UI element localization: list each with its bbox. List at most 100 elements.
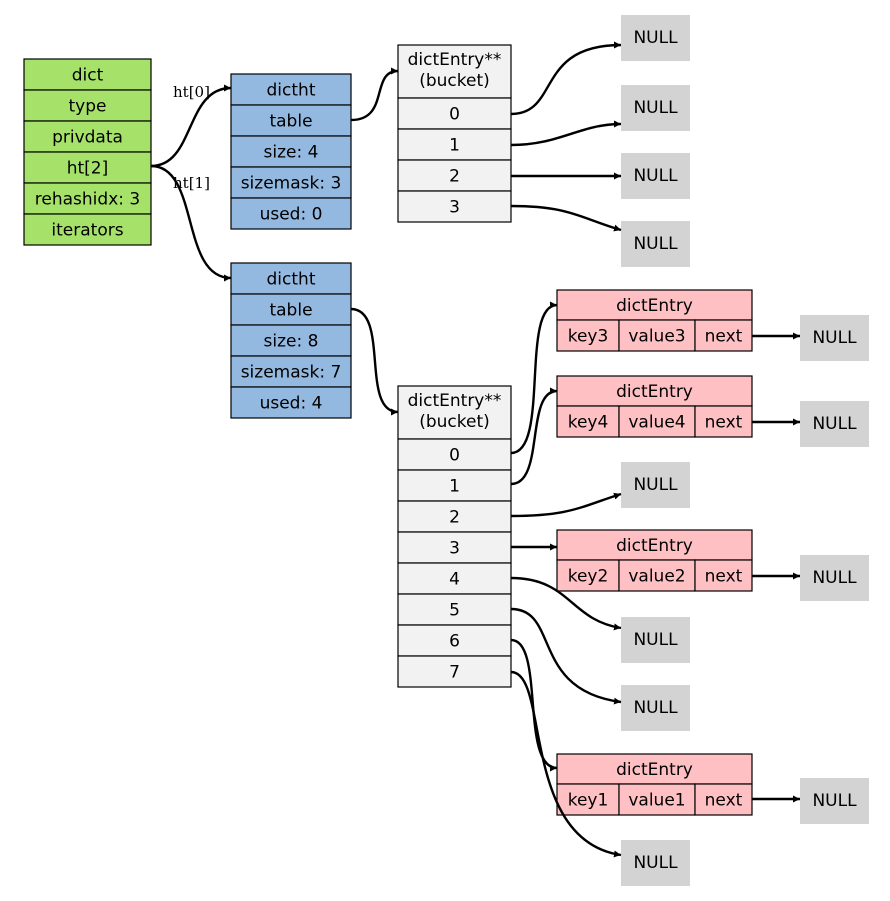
dict-entry-key4-key: key4: [556, 405, 620, 438]
dict-field-3-box: [23, 151, 152, 184]
dict-field-5-box: [23, 213, 152, 246]
null-node-4: NULL: [800, 315, 869, 361]
bucket1-slot-2-label: 2: [449, 508, 460, 528]
ht1-field-2: size: 8: [230, 324, 352, 357]
ht0-field-1: table: [230, 104, 352, 137]
null-node-2-box: [621, 153, 690, 199]
bucket0-slot-2: 2: [397, 159, 512, 192]
bucket0-title: dictEntry**: [408, 50, 502, 70]
bucket1-slot-4: 4: [397, 562, 512, 595]
dict-entry-key4-next-label: next: [705, 413, 743, 433]
null-node-2-label: NULL: [633, 166, 678, 186]
bucket1-slot-0: 0: [397, 438, 512, 471]
dict-entry-key1-next-box: [694, 783, 753, 816]
dict-field-0: dict: [23, 58, 152, 91]
bucket0-slot-1-box: [397, 128, 512, 161]
null-node-4-box: [800, 315, 869, 361]
dict-entry-key4-value-label: value4: [628, 413, 685, 433]
edge-b1-1-entry-key4: [510, 387, 558, 486]
null-node-10: NULL: [800, 778, 869, 824]
dict-entry-key3-value: value3: [618, 319, 696, 352]
ht1-field-4-box: [230, 386, 352, 419]
dict-field-4: rehashidx: 3: [23, 182, 152, 215]
dict-field-1-box: [23, 89, 152, 122]
edge-b1-2-null: [510, 492, 622, 518]
null-node-1: NULL: [621, 85, 690, 131]
dict-entry-key3-key: key3: [556, 319, 620, 352]
dict-entry-key4-next: next: [694, 405, 753, 438]
null-node-11: NULL: [621, 840, 690, 886]
null-node-1-label: NULL: [633, 98, 678, 118]
dict-entry-key3-value-label: value3: [628, 327, 685, 347]
dict-entry-key2-title-box: [556, 529, 753, 561]
ht0-field-0-label: dictht: [267, 81, 316, 101]
null-node-4-label: NULL: [812, 328, 857, 348]
dict-entry-key4-key-box: [556, 405, 620, 438]
bucket0-header: dictEntry**(bucket): [397, 44, 512, 99]
ht0-field-3-label: sizemask: 3: [241, 174, 342, 194]
null-node-5-box: [800, 401, 869, 447]
edge-b0-1-null: [510, 120, 622, 147]
dict-field-0-label: dict: [72, 66, 104, 86]
bucket1-slot-7: 7: [397, 655, 512, 688]
dict-entry-key1-title-label: dictEntry: [616, 760, 693, 780]
dict-entry-key2-next-box: [694, 559, 753, 592]
dict-entry-key4-next-box: [694, 405, 753, 438]
bucket1-slot-5-box: [397, 593, 512, 626]
dict-entry-key4-title-label: dictEntry: [616, 382, 693, 402]
bucket1-header-box: [397, 385, 512, 440]
dict-entries: dictEntry key3 value3 next dictEntry key4 valu…: [556, 289, 753, 816]
ht0-field-2: size: 4: [230, 135, 352, 168]
ht0-field-1-box: [230, 104, 352, 137]
null-node-9-label: NULL: [633, 698, 678, 718]
bucket0-slot-2-label: 2: [449, 167, 460, 187]
bucket1-slot-1-box: [397, 469, 512, 502]
dict-entry-key1-next-label: next: [705, 791, 743, 811]
dict-entry-key1-title: dictEntry: [556, 753, 753, 785]
ht1-field-1: table: [230, 293, 352, 326]
ht1-field-4-label: used: 4: [260, 394, 323, 414]
ht1-field-0-box: [230, 262, 352, 295]
edges: [150, 41, 800, 858]
dict-entry-key1-value-box: [618, 783, 696, 816]
dict-field-4-label: rehashidx: 3: [35, 190, 140, 210]
null-node-1-box: [621, 85, 690, 131]
ht1-field-4: used: 4: [230, 386, 352, 419]
null-node-0-box: [621, 15, 690, 61]
dict-entry-key2-value-box: [618, 559, 696, 592]
null-node-2: NULL: [621, 153, 690, 199]
ht1-field-2-label: size: 8: [264, 332, 319, 352]
dict-entry-key2-next-label: next: [705, 567, 743, 587]
edge-ht2-to-ht1: [150, 164, 232, 282]
edge-b1-6-entry-key1: [510, 638, 558, 772]
edge-ht2-to-ht0: [150, 84, 232, 168]
null-node-10-box: [800, 778, 869, 824]
dict-entry-key2-title: dictEntry: [556, 529, 753, 561]
null-node-9-box: [621, 685, 690, 731]
dict-field-3: ht[2]: [23, 151, 152, 184]
dict-entry-key3-next: next: [694, 319, 753, 352]
null-node-10-label: NULL: [812, 791, 857, 811]
dict-entry-key2-value: value2: [618, 559, 696, 592]
dict-entry-key3-title-box: [556, 289, 753, 321]
null-nodes: NULLNULLNULLNULLNULLNULLNULLNULLNULLNULL…: [621, 15, 869, 886]
dict-entry-key4-value-box: [618, 405, 696, 438]
ht1-field-3: sizemask: 7: [230, 355, 352, 388]
null-node-0: NULL: [621, 15, 690, 61]
ht0-field-3-box: [230, 166, 352, 199]
edge-b1-7-null: [510, 670, 622, 858]
bucket0-slot-1-label: 1: [449, 136, 460, 156]
dict-entry-key1-key: key1: [556, 783, 620, 816]
dict-entry-key1-value-label: value1: [628, 791, 685, 811]
ht0-field-1-label: table: [269, 112, 312, 132]
bucket1-slot-3: 3: [397, 531, 512, 564]
dict-field-2: privdata: [23, 120, 152, 153]
null-node-11-box: [621, 840, 690, 886]
bucket1-slot-5: 5: [397, 593, 512, 626]
null-node-6: NULL: [621, 462, 690, 508]
ht1-field-3-label: sizemask: 7: [241, 363, 342, 383]
